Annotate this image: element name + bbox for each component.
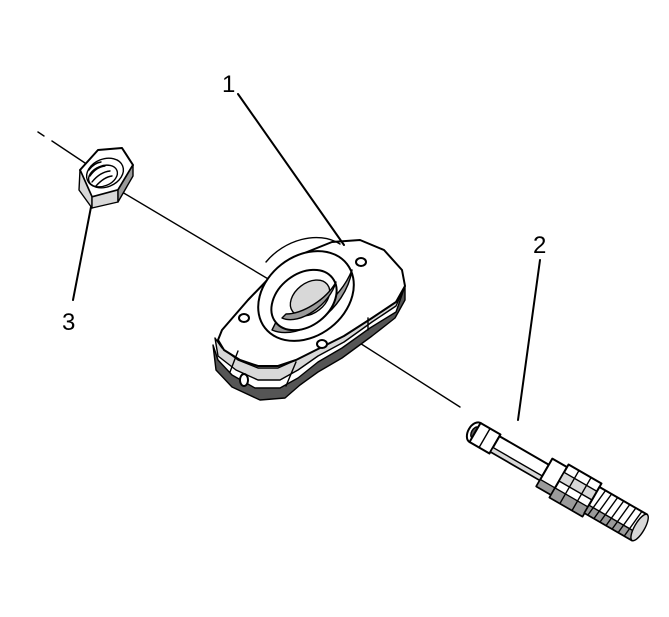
leader-line-2 — [517, 259, 541, 421]
leader-line-3 — [72, 206, 92, 301]
callout-3: 3 — [62, 309, 75, 336]
threaded-sensor — [465, 421, 649, 542]
callout-2: 2 — [533, 232, 546, 259]
leader-line-1 — [237, 93, 345, 246]
mounting-flange — [212, 236, 406, 401]
callout-labels: 1 2 3 — [62, 71, 546, 336]
hex-nut — [78, 147, 134, 209]
leader-lines — [72, 93, 541, 421]
callout-1: 1 — [222, 71, 235, 98]
